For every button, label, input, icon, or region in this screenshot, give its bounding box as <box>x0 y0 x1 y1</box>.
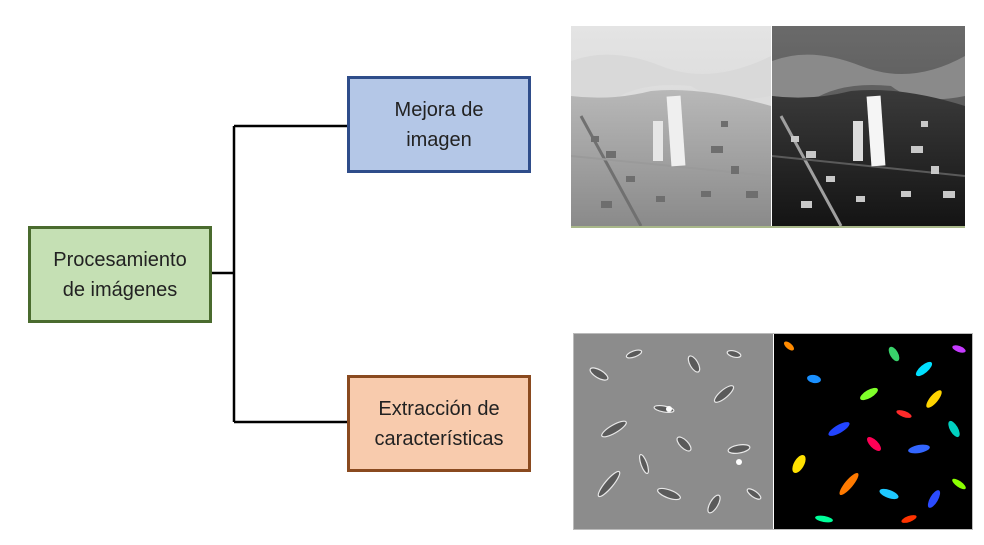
cell-micrograph <box>574 334 773 529</box>
aerial-photo-original <box>571 26 772 226</box>
aerial-photo-enhanced <box>771 26 965 226</box>
node-enh-line2: imagen <box>406 128 472 151</box>
enhancement-example-image <box>571 26 965 228</box>
node-image-processing: Procesamiento de imágenes <box>28 226 212 323</box>
node-image-enhancement: Mejora de imagen <box>347 76 531 173</box>
node-root-line1: Procesamiento <box>53 248 187 271</box>
node-feature-extraction: Extracción de características <box>347 375 531 472</box>
cell-segmentation <box>774 334 972 529</box>
node-feat-line1: Extracción de <box>378 397 500 420</box>
node-enh-line1: Mejora de <box>394 98 484 121</box>
features-example-image <box>573 333 973 530</box>
node-root-line2: de imágenes <box>62 278 178 301</box>
node-feat-line2: características <box>374 427 504 450</box>
